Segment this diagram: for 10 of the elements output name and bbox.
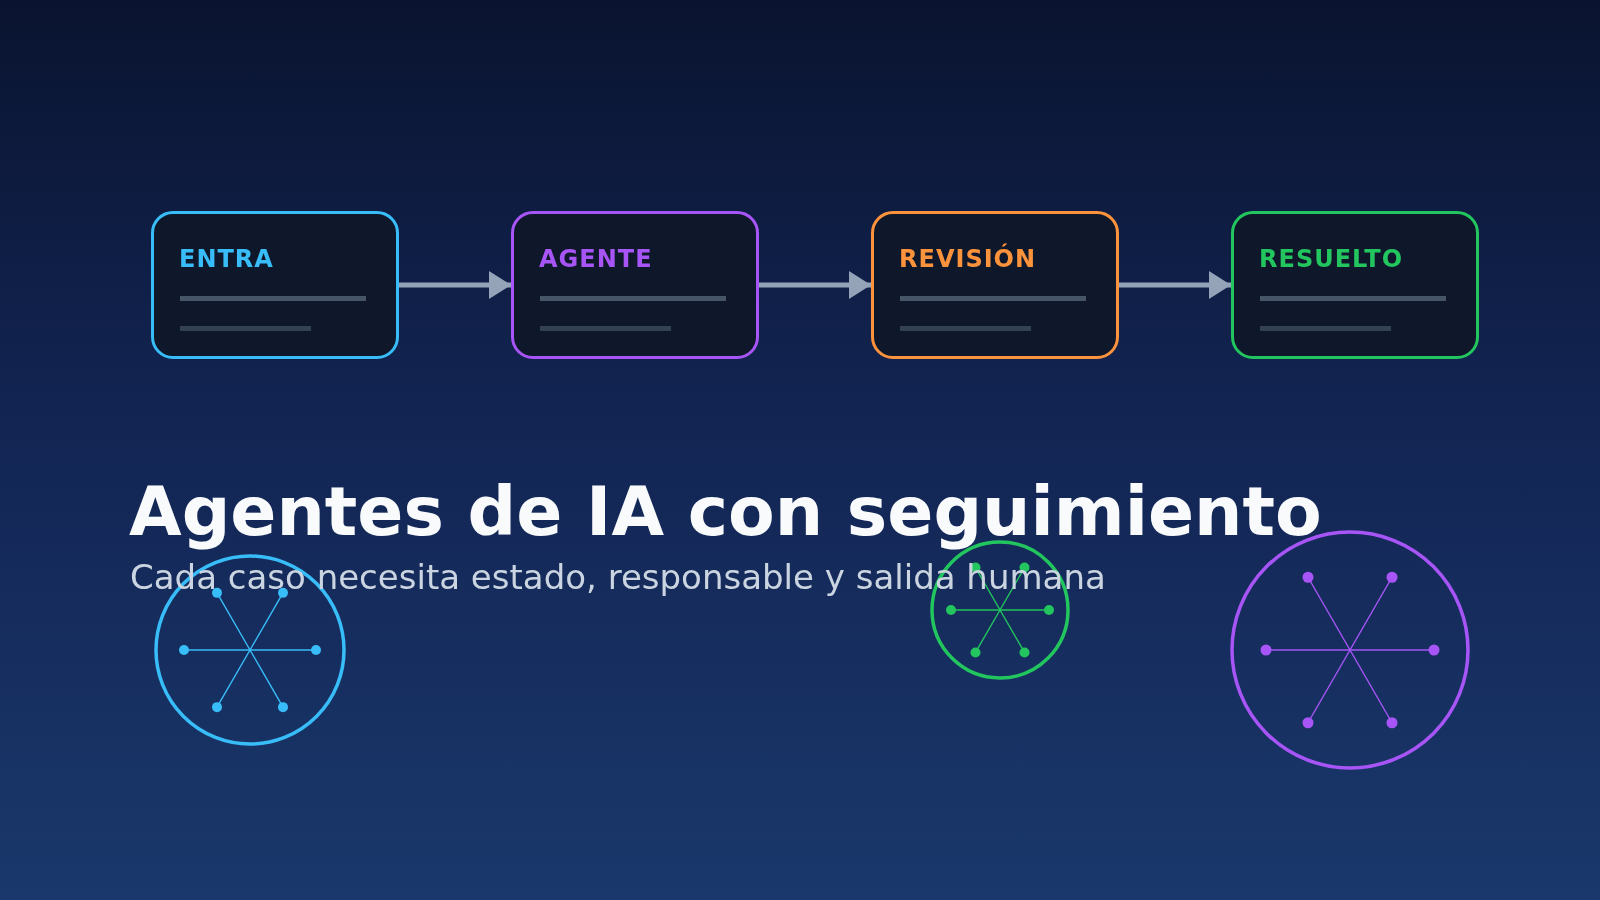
arrow <box>1119 271 1231 299</box>
arrow <box>399 271 511 299</box>
stage-label: AGENTE <box>539 247 653 271</box>
stage-label: ENTRA <box>179 247 274 271</box>
stage-card <box>151 211 399 359</box>
stage-card <box>871 211 1119 359</box>
stage-label: RESUELTO <box>1259 247 1404 271</box>
arrow <box>759 271 871 299</box>
stage-card <box>1231 211 1479 359</box>
stage-card <box>511 211 759 359</box>
